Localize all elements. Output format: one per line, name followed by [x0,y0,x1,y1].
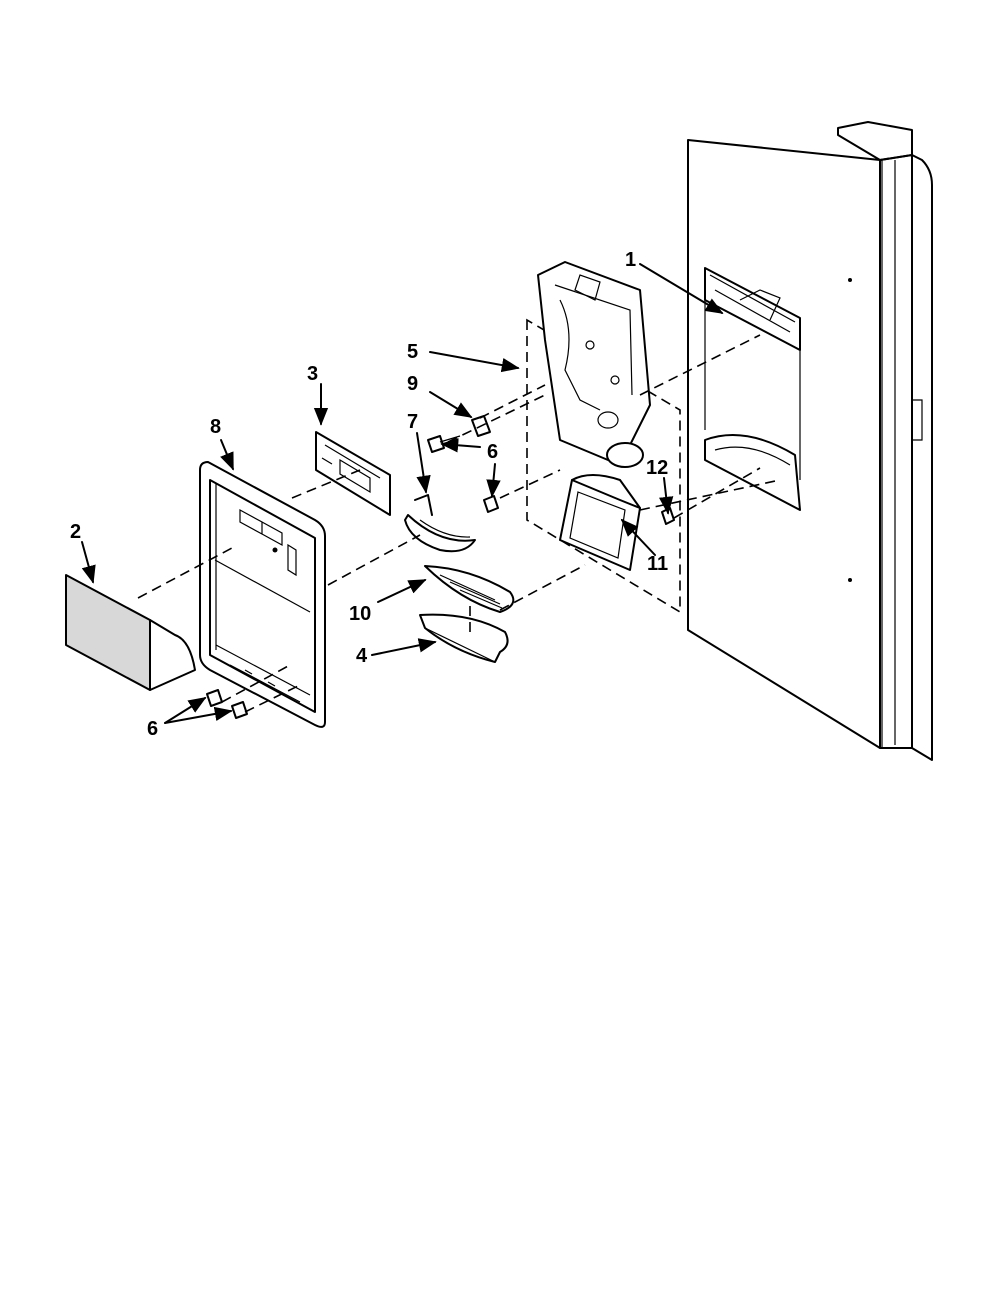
callout-labels: 1 2 3 4 5 6 6 7 8 9 10 11 12 [70,249,668,740]
callout-6-middle: 6 [487,441,498,463]
ice-chute-door [559,474,641,571]
ice-dispenser-assembly-outline [526,318,681,614]
screw-6-lower-left [206,689,223,707]
drip-tray [419,613,509,663]
screw-6-middle [483,495,499,513]
callout-7: 7 [407,411,418,433]
callout-arrows [81,263,724,724]
callout-8: 8 [210,416,221,438]
dispenser-bezel [199,461,326,728]
callout-5: 5 [407,341,418,363]
water-lever [404,494,476,553]
screw-6-lower-right [231,701,248,719]
callout-4: 4 [356,645,368,667]
callout-2: 2 [70,521,81,543]
dispenser-motor-assembly [537,261,651,468]
callout-3: 3 [307,363,318,385]
refrigerator-door [687,121,933,761]
callout-9: 9 [407,373,418,395]
callout-1: 1 [625,249,636,271]
callout-12: 12 [646,457,668,479]
callout-11: 11 [647,553,668,575]
callout-6-lower: 6 [147,718,158,740]
callout-10: 10 [349,603,371,625]
label-panel [65,574,196,691]
drip-tray-grille [424,565,515,613]
